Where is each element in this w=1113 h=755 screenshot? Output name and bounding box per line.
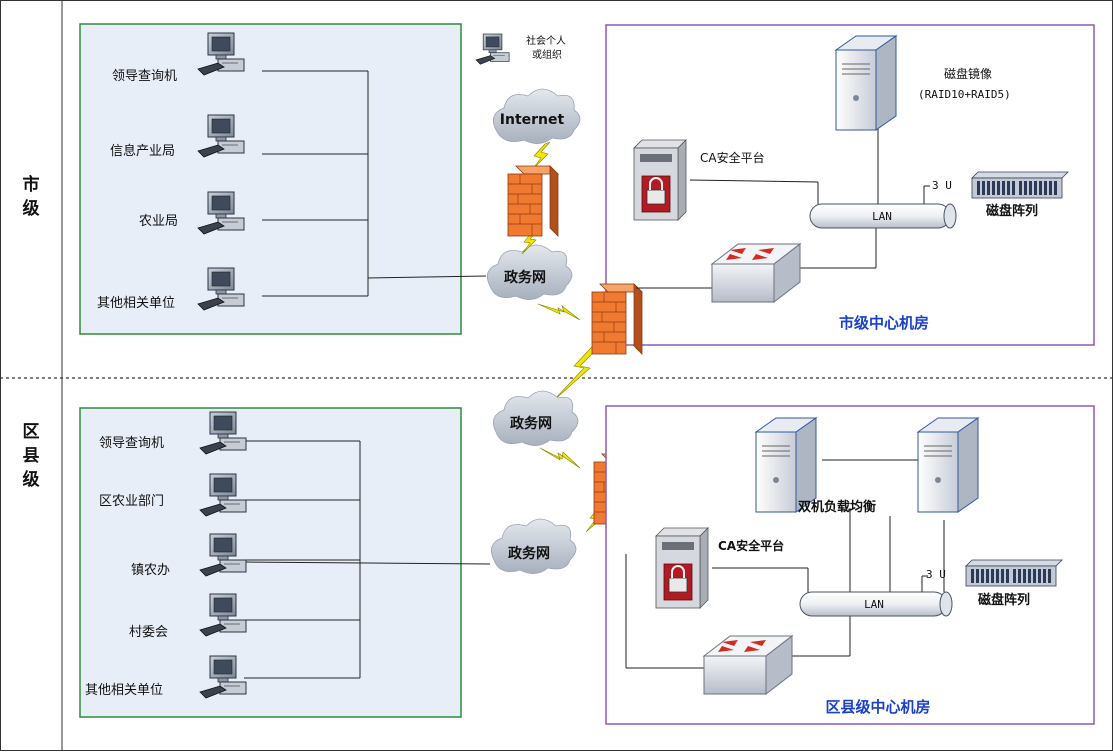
city-room-title: 市级中心机房 [839,314,929,332]
gov-net-label: 政务网 [510,415,552,432]
rack-unit-label: 3 U [926,568,946,581]
lan-label: LAN [872,210,892,223]
ca-platform-label: CA安全平台 [700,150,765,165]
public-user: 社会个人 或组织 [475,33,566,65]
county-client-wiring [243,440,491,679]
internet-cloud: Internet [492,88,581,144]
tier-label-city-char: 级 [23,198,40,219]
county-lan-bus: LAN [799,591,953,617]
rack-unit-label: 3 U [932,179,952,192]
client-label: 其他相关单位 [85,683,163,698]
lan-label: LAN [864,598,884,611]
city-client-xinxi: 信息产业局 [110,114,245,159]
storage-mirror-raid: (RAID10+RAID5) [918,88,1011,101]
disk-array-label: 磁盘阵列 [986,203,1038,219]
tier-label-county-char: 级 [23,469,40,490]
internet-label: Internet [500,112,565,128]
city-client-panel [79,23,462,335]
firewall-icon [507,165,559,237]
county-client-cun: 村委会 [129,593,247,640]
county-room-title: 区县级中心机房 [825,698,930,716]
city-gov-net-cloud: 政务网 [486,244,573,300]
city-client-wiring [262,70,487,297]
computer-icon [475,33,510,65]
client-label: 领导查询机 [99,436,164,451]
county-gov-net-cloud-mid: 政务网 [490,518,577,574]
gov-net-label: 政务网 [504,269,546,286]
disk-array-icon [971,171,1069,199]
city-client-lingdao: 领导查询机 [112,32,245,84]
gov-net-label: 政务网 [508,545,550,562]
tier-label-county-char: 区 [23,422,40,442]
server-icon [835,35,897,131]
server-icon [917,417,979,513]
client-label: 领导查询机 [112,69,177,84]
ca-platform-label: CA安全平台 [718,538,784,553]
disk-array-label: 磁盘阵列 [978,592,1030,608]
public-user-label: 或组织 [532,48,562,61]
public-user-label: 社会个人 [526,34,566,47]
tier-label-county-char: 县 [23,446,40,466]
firewall-icon [591,283,643,355]
ca-security-icon [633,139,687,221]
county-client-other: 其他相关单位 [85,655,247,699]
city-room-wiring [636,124,930,289]
city-lan-bus: LAN [809,203,957,229]
tier-label-city: 市 级 [23,174,40,219]
disk-array-icon [965,559,1063,587]
county-client-zhen: 镇农办 [131,533,247,578]
county-client-nongye: 区农业部门 [99,473,247,517]
client-label: 其他相关单位 [97,296,175,311]
tier-label-county: 区 县 级 [23,422,40,490]
client-label: 农业局 [139,214,178,229]
ca-security-icon [655,527,709,609]
county-gov-net-cloud-top: 政务网 [492,390,579,446]
city-client-nongye: 农业局 [139,191,245,235]
client-label: 区农业部门 [99,494,164,509]
county-client-lingdao: 领导查询机 [99,411,247,455]
server-icon [755,417,817,513]
tier-label-city-char: 市 [23,174,40,195]
county-room-wiring [625,459,945,669]
storage-mirror-label: 磁盘镜像 [944,66,992,81]
client-label: 镇农办 [131,563,170,578]
client-label: 信息产业局 [110,143,175,159]
city-client-other: 其他相关单位 [97,267,245,311]
client-label: 村委会 [129,625,168,640]
load-balance-label: 双机负载均衡 [798,499,876,515]
